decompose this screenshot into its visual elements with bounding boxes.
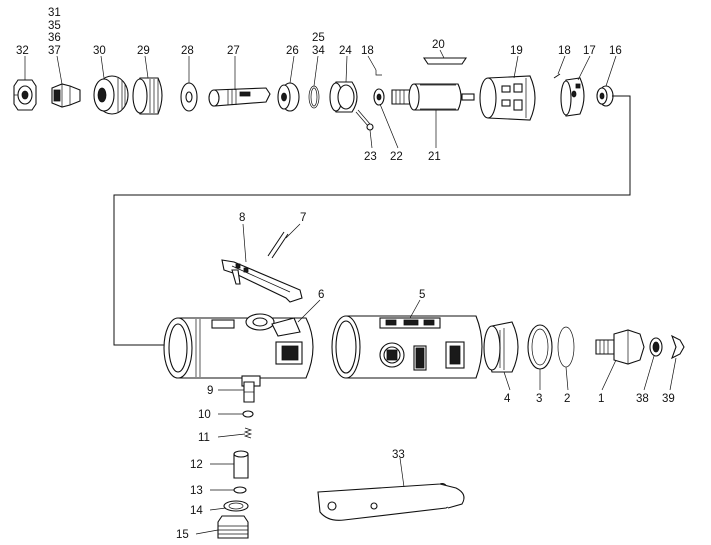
label-26: 26 bbox=[286, 45, 299, 57]
part-27-spindle bbox=[208, 87, 271, 107]
label-1: 1 bbox=[598, 393, 604, 405]
label-35: 35 bbox=[48, 20, 61, 32]
label-7: 7 bbox=[300, 212, 306, 224]
label-12: 12 bbox=[190, 459, 203, 471]
part-19-cylinder bbox=[479, 75, 536, 121]
label-33: 33 bbox=[392, 449, 405, 461]
label-29: 29 bbox=[137, 45, 150, 57]
label-28: 28 bbox=[181, 45, 194, 57]
part-34-ring bbox=[308, 85, 320, 109]
part-38-screen bbox=[649, 337, 663, 357]
part-2-snap-ring bbox=[557, 326, 575, 368]
label-2: 2 bbox=[564, 393, 570, 405]
part-32-nut bbox=[13, 79, 37, 111]
top-assembly bbox=[13, 57, 614, 131]
label-38: 38 bbox=[636, 393, 649, 405]
part-3-o-ring bbox=[527, 324, 553, 370]
part-37-collet bbox=[51, 83, 81, 108]
valve-stack bbox=[217, 381, 255, 539]
label-32: 32 bbox=[16, 45, 29, 57]
label-11: 11 bbox=[198, 432, 210, 444]
part-7-pin bbox=[267, 231, 289, 259]
label-31: 31 bbox=[48, 7, 61, 19]
part-17-plate bbox=[560, 77, 585, 117]
part-6-housing bbox=[163, 313, 314, 387]
part-21-rotor bbox=[391, 83, 475, 111]
part-16-bearing bbox=[596, 85, 614, 107]
label-20: 20 bbox=[432, 39, 445, 51]
part-18-key-left bbox=[375, 70, 382, 76]
label-25: 25 bbox=[312, 32, 325, 44]
label-17: 17 bbox=[583, 45, 596, 57]
part-39-clip bbox=[671, 334, 685, 360]
label-30: 30 bbox=[93, 45, 106, 57]
label-19: 19 bbox=[510, 45, 523, 57]
label-10: 10 bbox=[198, 409, 211, 421]
part-18-key-right bbox=[553, 73, 561, 79]
part-20-vane bbox=[422, 57, 468, 65]
label-8: 8 bbox=[239, 212, 245, 224]
part-8-lever bbox=[221, 259, 303, 303]
leader-lines bbox=[24, 49, 677, 535]
label-37: 37 bbox=[48, 45, 61, 57]
label-22: 22 bbox=[390, 151, 403, 163]
part-22-bearing bbox=[373, 88, 385, 106]
part-5-motor-housing bbox=[331, 315, 483, 379]
label-39: 39 bbox=[662, 393, 675, 405]
part-28-washer bbox=[180, 82, 198, 112]
label-34: 34 bbox=[312, 45, 325, 57]
label-5: 5 bbox=[419, 289, 425, 301]
label-18-left: 18 bbox=[361, 45, 374, 57]
assembly-connector-line bbox=[113, 95, 631, 346]
label-21: 21 bbox=[428, 151, 441, 163]
part-4-end-plate bbox=[483, 321, 519, 373]
part-1-inlet bbox=[595, 329, 645, 365]
label-24: 24 bbox=[339, 45, 352, 57]
label-23: 23 bbox=[364, 151, 377, 163]
label-3: 3 bbox=[536, 393, 542, 405]
label-4: 4 bbox=[504, 393, 511, 405]
label-6: 6 bbox=[318, 289, 324, 301]
label-14: 14 bbox=[190, 505, 203, 517]
label-13: 13 bbox=[190, 485, 203, 497]
part-24-plate bbox=[329, 81, 374, 131]
label-9: 9 bbox=[207, 385, 213, 397]
label-27: 27 bbox=[227, 45, 240, 57]
part-labels: 31 35 36 37 32 30 29 28 27 26 25 34 24 1… bbox=[16, 7, 675, 541]
label-18-right: 18 bbox=[558, 45, 571, 57]
label-36: 36 bbox=[48, 32, 61, 44]
part-30-ring bbox=[93, 75, 129, 115]
label-16: 16 bbox=[609, 45, 622, 57]
label-15: 15 bbox=[176, 529, 189, 541]
part-33-wrench bbox=[317, 483, 465, 521]
part-26-bearing bbox=[277, 82, 300, 112]
part-29-sleeve bbox=[132, 77, 163, 115]
